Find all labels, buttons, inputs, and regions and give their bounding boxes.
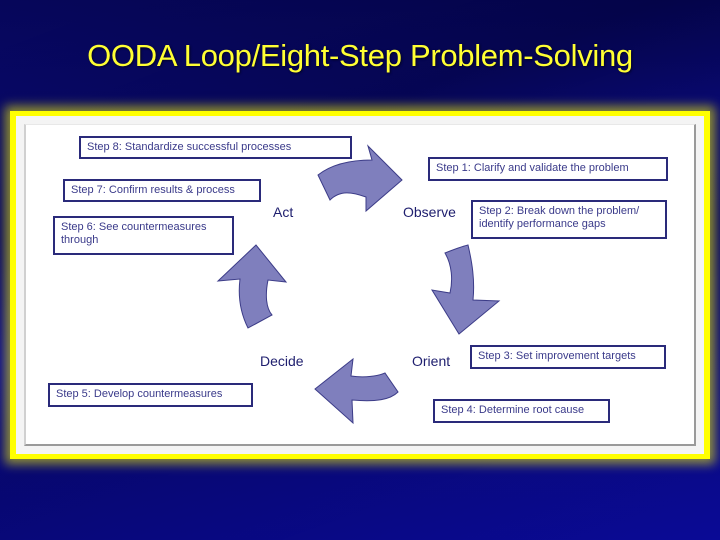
step-7-box: Step 7: Confirm results & process [63,179,261,202]
step-3-text: Step 3: Set improvement targets [478,350,636,362]
step-2-text: Step 2: Break down the problem/ identify… [479,205,640,230]
step-6-text: Step 6: See countermeasures through [61,221,207,246]
step-4-box: Step 4: Determine root cause [433,399,610,423]
step-1-box: Step 1: Clarify and validate the problem [428,157,668,181]
curved-arrow-down-icon [431,244,501,335]
step-5-text: Step 5: Develop countermeasures [56,388,223,400]
step-2-box: Step 2: Break down the problem/ identify… [471,200,667,239]
phase-label-act: Act [273,204,294,220]
step-7-text: Step 7: Confirm results & process [71,184,235,196]
step-1-text: Step 1: Clarify and validate the problem [436,162,629,174]
curved-arrow-left-icon [314,357,399,425]
step-4-text: Step 4: Determine root cause [441,404,585,416]
phase-label-decide: Decide [260,353,304,369]
phase-label-observe: Observe [403,204,456,220]
curved-arrow-up-icon [216,244,288,329]
step-8-text: Step 8: Standardize successful processes [87,141,292,153]
step-8-box: Step 8: Standardize successful processes [79,136,352,159]
curved-arrow-right-icon [317,144,403,213]
slide-title: OODA Loop/Eight-Step Problem-Solving [87,38,633,73]
step-6-box: Step 6: See countermeasures through [53,216,234,255]
step-5-box: Step 5: Develop countermeasures [48,383,253,407]
step-3-box: Step 3: Set improvement targets [470,345,666,369]
phase-label-orient: Orient [412,353,451,369]
